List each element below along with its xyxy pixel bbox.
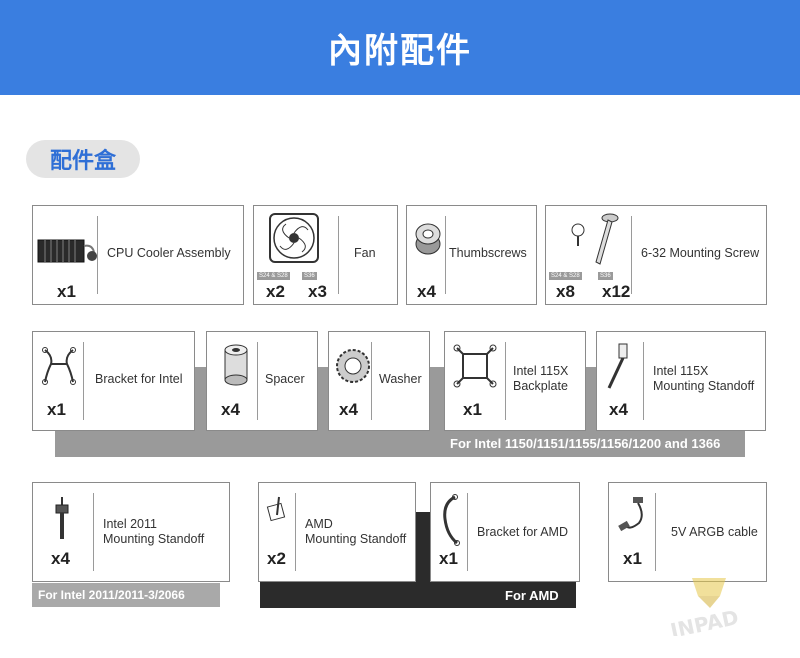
card-argb-cable: 5V ARGB cable x1 [608,482,767,582]
section-title-pill: 配件盒 [26,140,140,178]
card-washer: Washer x4 [328,331,430,431]
standoff-icon [607,343,628,389]
card-qty: x2 [266,282,285,301]
card-qty: x1 [47,400,66,419]
card-label: Backplate [513,379,568,393]
card-qty: x4 [609,400,628,419]
card-qty: x1 [57,282,76,301]
intel2011-band-label: For Intel 2011/2011-3/2066 [38,588,185,602]
card-label: Bracket for AMD [477,525,568,539]
card-amd-standoff: AMD Mounting Standoff x2 [258,482,416,582]
size-tag: S24 & S28 [257,272,290,280]
thumbscrew-icon [415,223,441,255]
card-qty: x8 [556,282,575,301]
card-thumbscrews: Thumbscrews x4 [406,205,537,305]
card-label: Mounting Standoff [103,532,205,546]
card-label: 6-32 Mounting Screw [641,246,760,260]
card-qty: x1 [439,549,458,568]
intel-band-label: For Intel 1150/1151/1155/1156/1200 and 1… [450,436,721,451]
card-qty: x4 [221,400,240,419]
card-intel-standoff: Intel 115X Mounting Standoff x4 [596,331,766,431]
section-title: 配件盒 [49,149,116,174]
watermark-text: INPAD [668,605,741,636]
card-bracket-intel: Bracket for Intel x1 [32,331,195,431]
size-tag: S36 [598,272,613,280]
card-label: Fan [354,246,376,260]
card-label: Mounting Standoff [653,379,755,393]
intel2011-band [32,583,220,607]
card-label: CPU Cooler Assembly [107,246,231,260]
card-label: AMD [305,517,333,531]
card-qty: x1 [463,400,482,419]
card-fan: S24 & S28 S36 Fan x2 x3 [253,205,398,305]
card-qty: x12 [602,282,631,301]
page-title: 內附配件 [328,31,472,71]
card-spacer: Spacer x4 [206,331,318,431]
size-tag: S24 & S28 [549,272,582,280]
amd-bracket-icon [443,494,460,546]
spacer-icon [224,344,248,386]
card-qty: x1 [623,549,642,568]
inpad-logo-icon: INPAD [668,578,741,636]
mounting-screw-icon [571,213,619,265]
size-tag: S36 [302,272,317,280]
card-qty: x4 [339,400,358,419]
card-qty: x2 [267,549,286,568]
card-cpu-cooler: CPU Cooler Assembly x1 [32,205,244,305]
intel2011-standoff-icon [55,497,69,539]
amd-standoff-icon [266,496,286,522]
card-label: Spacer [265,372,305,386]
cpu-cooler-icon [37,239,97,263]
intel-bracket-icon [42,347,76,385]
amd-band-label: For AMD [505,588,559,603]
card-mounting-screw: S24 & S28 S36 6-32 Mounting Screw x8 x12 [545,205,767,305]
card-bracket-amd: Bracket for AMD x1 [430,482,580,582]
card-label: Bracket for Intel [95,372,183,386]
backplate-icon [453,344,497,388]
card-label: Intel 115X [653,364,709,378]
card-qty: x3 [308,282,327,301]
washer-icon [336,349,370,383]
page-header: 內附配件 [0,0,800,95]
card-intel2011-standoff: Intel 2011 Mounting Standoff x4 [32,482,230,582]
card-label: Thumbscrews [449,246,527,260]
card-label: Washer [379,372,422,386]
argb-cable-icon [618,497,643,532]
fan-icon [269,213,319,263]
card-label: Intel 115X [513,364,569,378]
card-label: 5V ARGB cable [671,525,758,539]
card-intel-backplate: Intel 115X Backplate x1 [444,331,586,431]
card-qty: x4 [417,282,436,301]
card-qty: x4 [51,549,70,568]
card-label: Mounting Standoff [305,532,407,546]
card-label: Intel 2011 [103,517,157,531]
